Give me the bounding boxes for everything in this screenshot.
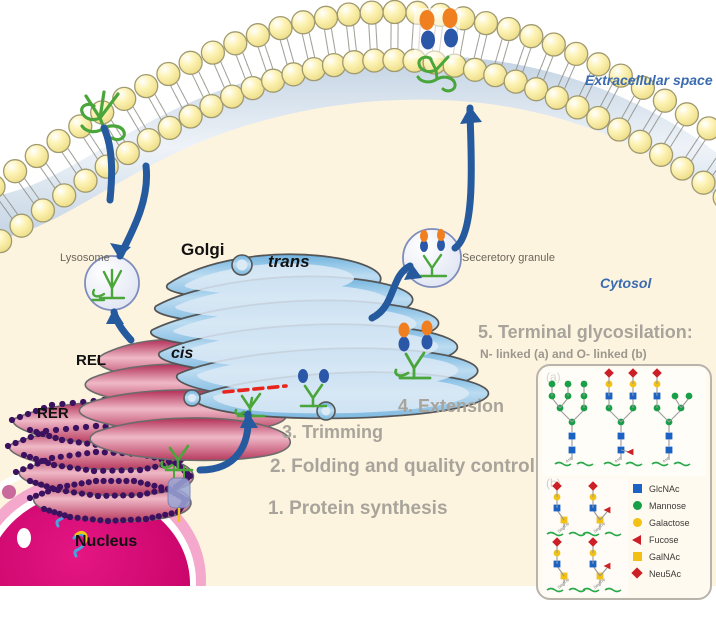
galactose-icon: [630, 514, 646, 531]
galnac-icon: [630, 548, 646, 565]
label-rough-er: RER: [37, 405, 69, 422]
label-step-2: 2. Folding and quality control: [270, 456, 535, 477]
legend-label: Mannose: [649, 500, 687, 511]
lysosome-shape: [84, 255, 140, 311]
label-golgi: Golgi: [181, 240, 225, 259]
label-extracellular-space: Extracellular space: [585, 72, 713, 88]
legend-label: GlcNAc: [649, 483, 680, 494]
legend-item-neu5ac: Neu5Ac: [630, 565, 690, 582]
label-lysosome: Lysosome: [60, 252, 110, 264]
label-cytosol: Cytosol: [600, 275, 652, 291]
legend-label: Galactose: [649, 517, 690, 528]
label-step-5-subtitle: N- linked (a) and O- linked (b): [480, 347, 647, 361]
legend-item-galactose: Galactose: [630, 514, 690, 531]
legend-label: Fucose: [649, 534, 679, 545]
label-step-5: 5. Terminal glycosilation:: [478, 322, 693, 342]
arrow-membrane-insert: [100, 124, 116, 204]
legend-item-mannose: Mannose: [630, 497, 690, 514]
legend-item-fucose: Fucose: [630, 531, 690, 548]
translocon: [167, 466, 191, 522]
legend-item-glcnac: GlcNAc: [630, 480, 690, 497]
glycan-legend-panel: (a) (b) AsnAsnAsnSer/ThrSer/ThrSer/ThrSe…: [536, 364, 712, 600]
secreted-glycoprotein: [414, 8, 460, 93]
label-golgi-trans: trans: [268, 252, 310, 271]
label-step-3: 3. Trimming: [282, 422, 384, 442]
legend-item-galnac: GalNAc: [630, 548, 690, 565]
glycan-extension: [298, 369, 329, 408]
svg-text:Asn: Asn: [564, 455, 573, 464]
fucose-icon: [630, 531, 646, 548]
svg-text:Asn: Asn: [613, 455, 622, 464]
svg-text:Asn: Asn: [661, 455, 670, 464]
trimming-marker: [222, 384, 288, 394]
legend-items: GlcNAc Mannose Galactose Fucose GalNAc N…: [630, 480, 690, 582]
glcnac-icon: [630, 480, 646, 497]
legend-label: Neu5Ac: [649, 568, 682, 579]
arrow-heads: [106, 106, 482, 428]
golgi-shape: [149, 253, 490, 421]
label-nucleus: Nucleus: [75, 533, 138, 550]
neu5ac-icon: [630, 565, 646, 582]
legend-label: GalNAc: [649, 551, 681, 562]
label-golgi-cis: cis: [171, 345, 194, 362]
arrow-golgi-to-granule: [368, 262, 414, 322]
label-step-1: 1. Protein synthesis: [268, 498, 448, 519]
glycan-rer: [160, 444, 194, 472]
label-smooth-er: REL: [76, 352, 106, 369]
label-secretory-granule: Seceretory granule: [462, 252, 555, 264]
label-step-4: 4. Extension: [398, 396, 505, 416]
mannose-icon: [630, 497, 646, 514]
glycan-terminal: [394, 320, 433, 380]
